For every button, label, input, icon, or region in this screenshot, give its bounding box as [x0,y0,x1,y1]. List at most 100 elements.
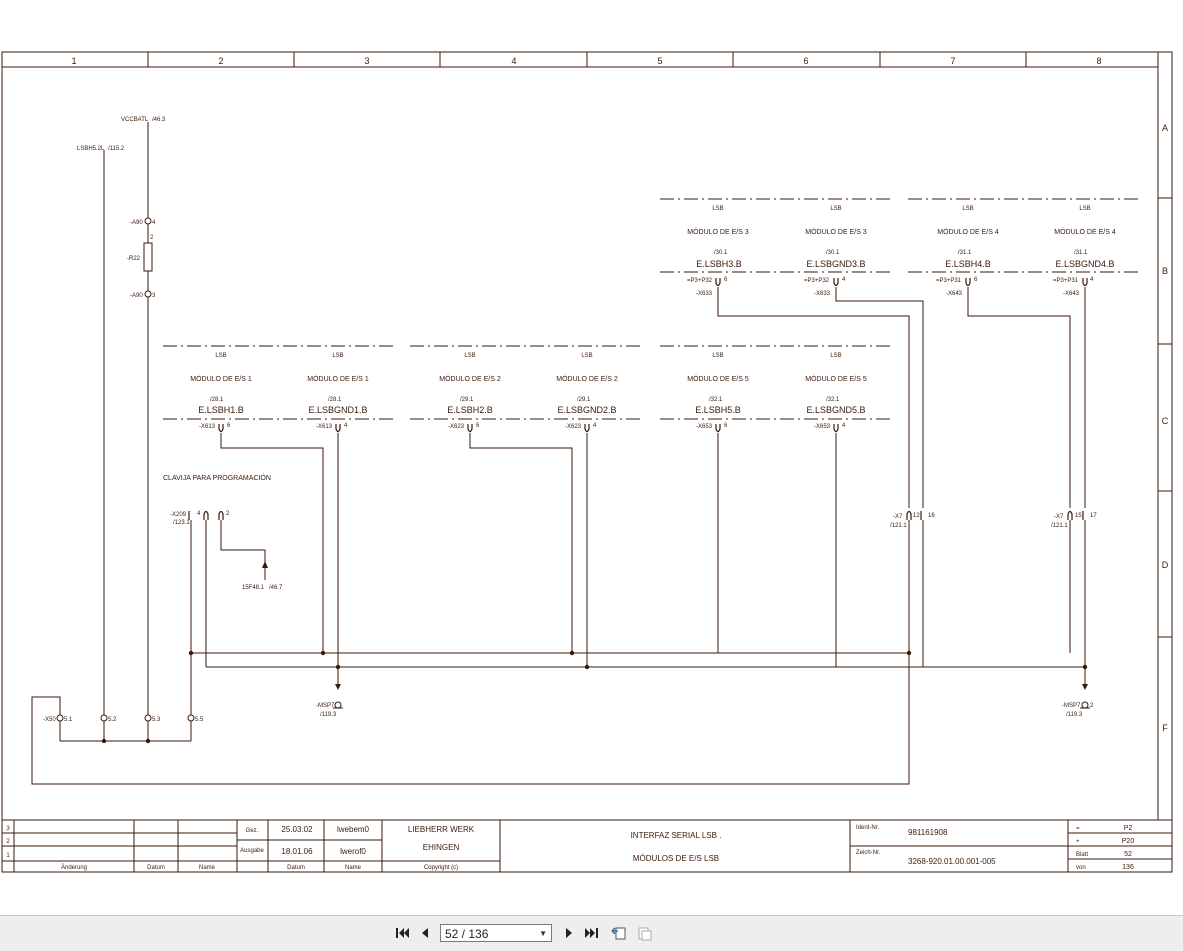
pin-label: 6 [974,277,978,283]
module-ref: /32.1 [709,397,723,403]
pin-label: 2 [226,511,230,517]
connector-ref: /121.1 [1051,523,1068,529]
module-ref: /31.1 [1074,250,1088,256]
module-ref: /32.1 [826,397,840,403]
bus-label: LSB [830,353,841,359]
last-page-button[interactable] [583,924,601,942]
pin-label: 5.5 [195,717,204,723]
column-label: 2 [218,56,223,66]
column-label: 6 [803,56,808,66]
module-name: E.LSBH5.B [695,405,741,415]
ausgabe-label: Ausgabe [240,848,264,854]
bus-label: LSB [830,206,841,212]
connector-label-x7: -X7 [1054,514,1064,520]
pin-label: 16 [928,513,935,519]
page-forward-icon [638,927,652,941]
gez-label: Gez. [246,828,259,834]
module-ref: /31.1 [958,250,972,256]
bus-label: LSB [464,353,475,359]
module-title: MÓDULO DE E/S 5 [805,374,867,383]
zeich-label: Zeich-Nr. [856,850,881,856]
pin-label: 4 [344,423,348,429]
module-title: MÓDULO DE E/S 1 [190,374,252,383]
connector-label-x209: -X209 [170,512,187,518]
page-back-icon [611,927,626,940]
viewer-toolbar: 52 / 136 ▼ [0,915,1183,951]
connector-label-x7: -X7 [893,514,903,520]
pin-label: 5.3 [152,717,161,723]
net-ref: /46.3 [152,117,166,123]
blatt-label: Blatt [1076,852,1088,858]
bus-label: LSB [712,353,723,359]
module-ref: /30.1 [826,250,840,256]
connector-ref: /123.1 [173,520,190,526]
junctions [101,561,1088,744]
module-title: MÓDULO DE E/S 4 [937,227,999,236]
module-title: MÓDULO DE E/S 4 [1054,227,1116,236]
connector-ref: /121.1 [890,523,907,529]
connector-label: -X623 [565,424,582,430]
row-label: B [1162,266,1168,276]
connector-label: -X623 [448,424,465,430]
connector-label: -X633 [814,291,831,297]
go-back-button[interactable] [610,924,628,942]
module-name: E.LSBH3.B [696,259,742,269]
ground-label: -MSP7 [1062,703,1081,709]
chevron-down-icon: ▼ [539,929,547,938]
ident-label: Ident-Nr. [856,825,879,831]
ausgabe-date: 18.01.06 [281,847,313,856]
row-label: A [1162,123,1168,133]
net-label: 15F48.1 [242,585,265,591]
column-label: 7 [950,56,955,66]
connector-label: -X613 [316,424,333,430]
header-name: Name [199,865,216,871]
header-aenderung: Änderung [61,864,87,871]
plus-value: P20 [1122,838,1135,845]
module-ref: /29.1 [577,397,591,403]
net-ref: /115.2 [108,146,125,152]
column-label: 4 [511,56,516,66]
pin-label: 2 [1090,703,1094,709]
next-page-button[interactable] [560,924,578,942]
first-page-button[interactable] [393,924,411,942]
module-title: MÓDULO DE E/S 2 [556,374,618,383]
pin-label: 4 [1090,277,1094,283]
resistor-label: -R22 [127,256,141,262]
next-page-icon [566,928,572,938]
pin-label: 6 [476,423,480,429]
header-datum: Datum [147,865,165,871]
module-ref: /29.1 [460,397,474,403]
row-label: F [1162,723,1168,733]
blatt-value: 52 [1124,851,1132,858]
module-title: MÓDULO DE E/S 3 [805,227,867,236]
net-label-lsbh5: LSBH5.2L [77,146,105,152]
bus-label: LSB [581,353,592,359]
connector-label: -X613 [199,424,216,430]
module-name: E.LSBH2.B [447,405,493,415]
pin-label: 5.1 [64,717,73,723]
von-value: 136 [1122,864,1134,871]
column-label: 1 [71,56,76,66]
module-name: E.LSBH4.B [945,259,991,269]
name-label: Name [345,865,362,871]
net-ref: /46.7 [269,585,283,591]
modules-top: LSB LSB LSB LSB MÓDULO DE E/S 3 MÓDULO D… [687,206,1116,297]
pin-label: 4 [593,423,597,429]
pin-label: 6 [227,423,231,429]
module-name: E.LSBGND5.B [806,405,865,415]
module-boundaries [163,198,1140,420]
pin-label: 6 [724,277,728,283]
page-selector[interactable]: 52 / 136 ▼ [440,924,552,942]
module-title: MÓDULO DE E/S 3 [687,227,749,236]
gez-date: 25.03.02 [281,825,313,834]
prev-page-button[interactable] [416,924,434,942]
schematic-sheet: 1 2 3 4 5 6 7 8 A B C D E F [1,51,1173,873]
connector-label: =P3+P32 [804,278,830,284]
rev-number: 1 [6,853,10,859]
module-name: E.LSBGND1.B [308,405,367,415]
go-forward-button[interactable] [636,924,654,942]
drawing-number: 3268-920.01.00.001-005 [908,857,996,866]
column-label: 8 [1096,56,1101,66]
module-title: MÓDULO DE E/S 5 [687,374,749,383]
pin-label: 5.2 [108,717,117,723]
